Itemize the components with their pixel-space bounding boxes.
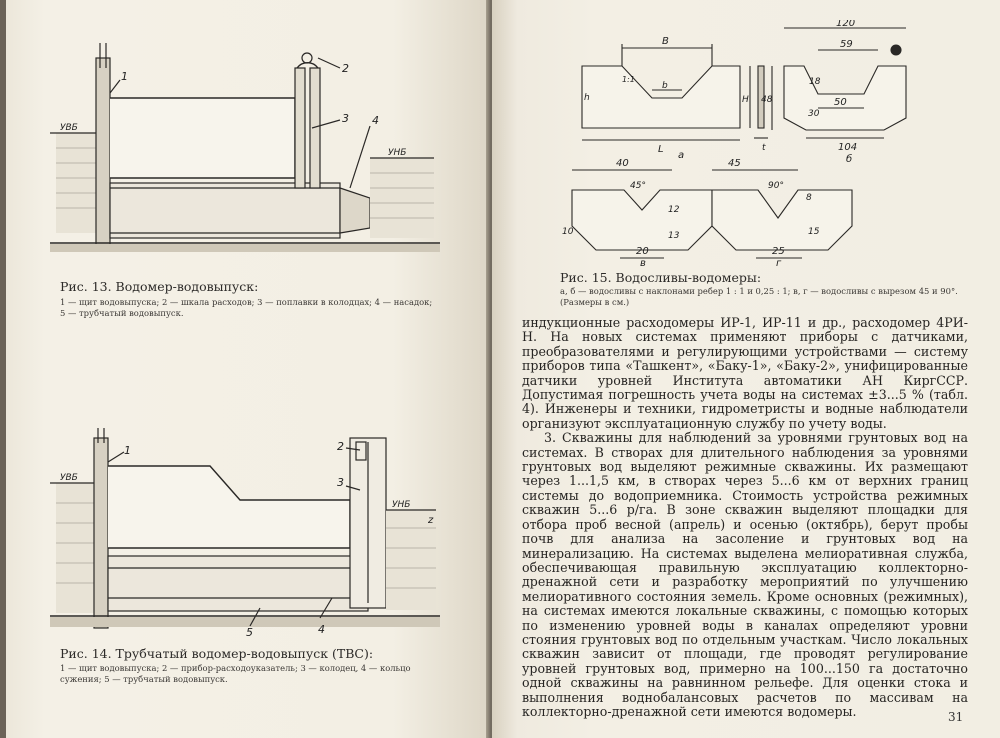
figure-15: B b H h 1:1 L t 120 59 18 48 30 50 104 а…	[562, 20, 942, 268]
figure-14-drawing: 1 2 3 4 5 УВБ УНБ z	[50, 428, 440, 638]
fig15-label-30: 30	[808, 109, 820, 119]
right-page: B b H h 1:1 L t 120 59 18 48 30 50 104 а…	[492, 0, 1000, 738]
fig15-label-H: H	[742, 95, 749, 105]
fig14-label-uvb: УВБ	[60, 473, 78, 483]
left-page: 1 2 3 4 УВБ УНБ Рис. 13. Водомер-водовып…	[6, 0, 490, 738]
paragraph-2: 3. Скважины для наблюдений за уровнями г…	[522, 430, 968, 719]
fig15-label-ang45: 45°	[630, 181, 646, 191]
figure-15-caption-legend: а, б — водосливы с наклонами ребер 1 : 1…	[560, 286, 958, 307]
fig14-label-3: 3	[337, 476, 344, 489]
fig13-label-2: 2	[342, 62, 349, 75]
fig15-label-t: t	[762, 143, 766, 153]
fig15-label-48: 48	[761, 95, 773, 105]
fig15-label-b-letter: б	[846, 153, 852, 165]
fig15-label-g: г	[776, 258, 782, 268]
fig15-label-15: 15	[808, 227, 820, 237]
fig15-label-a: а	[678, 150, 684, 161]
fig14-label-z: z	[427, 515, 434, 526]
fig13-label-unb: УНБ	[388, 148, 406, 158]
figure-15-drawing: B b H h 1:1 L t 120 59 18 48 30 50 104 а…	[562, 20, 907, 268]
figure-13: 1 2 3 4 УВБ УНБ	[50, 38, 440, 254]
figure-14-caption-legend: 1 — щит водовыпуска; 2 — прибор-расходоу…	[60, 663, 411, 684]
fig13-label-4: 4	[372, 114, 379, 127]
figure-13-drawing: 1 2 3 4 УВБ УНБ	[50, 43, 440, 252]
fig15-label-13: 13	[668, 231, 680, 241]
fig15-label-ang90: 90°	[768, 181, 784, 191]
fig15-label-12: 12	[668, 205, 680, 215]
fig15-label-40: 40	[616, 158, 629, 169]
fig13-label-3: 3	[342, 112, 349, 125]
figure-14-caption-title: Рис. 14. Трубчатый водомер-водовыпуск (Т…	[60, 646, 374, 661]
figure-15-caption-title: Рис. 15. Водосливы-водомеры:	[560, 270, 762, 285]
page-number: 31	[948, 710, 964, 724]
fig15-label-10: 10	[562, 227, 574, 237]
fig15-label-L: L	[658, 144, 664, 155]
fig14-label-unb: УНБ	[392, 500, 410, 510]
figure-14: 1 2 3 4 5 УВБ УНБ z	[50, 428, 440, 638]
fig15-label-b: b	[662, 81, 668, 91]
paragraph-1: индукционные расходомеры ИР-1, ИР-11 и д…	[522, 315, 968, 431]
fig15-label-120: 120	[836, 20, 855, 29]
fig13-label-uvb: УВБ	[60, 123, 78, 133]
fig15-label-59: 59	[840, 39, 853, 50]
fig15-label-45: 45	[728, 158, 741, 169]
fig15-label-slope: 1:1	[622, 75, 635, 84]
fig14-label-2: 2	[337, 440, 344, 453]
fig14-label-1: 1	[124, 444, 131, 457]
fig15-label-B: B	[662, 36, 669, 47]
fig15-label-8: 8	[806, 193, 812, 203]
fig15-label-25: 25	[772, 246, 785, 257]
fig15-label-h: h	[584, 93, 590, 103]
fig15-label-v: в	[640, 258, 646, 268]
fig15-label-18: 18	[809, 77, 821, 87]
fig14-label-5: 5	[246, 626, 253, 638]
fig14-label-4: 4	[318, 623, 325, 636]
fig15-label-50: 50	[834, 97, 847, 108]
figure-13-caption-legend: 1 — щит водовыпуска; 2 — шкала расходов;…	[60, 297, 433, 318]
body-text: индукционные расходомеры ИР-1, ИР-11 и д…	[522, 315, 968, 719]
fig15-label-104: 104	[838, 142, 857, 153]
fig15-label-20: 20	[636, 246, 649, 257]
figure-13-caption-title: Рис. 13. Водомер-водовыпуск:	[60, 279, 259, 294]
book-gutter	[486, 0, 496, 738]
fig13-label-1: 1	[121, 70, 128, 83]
